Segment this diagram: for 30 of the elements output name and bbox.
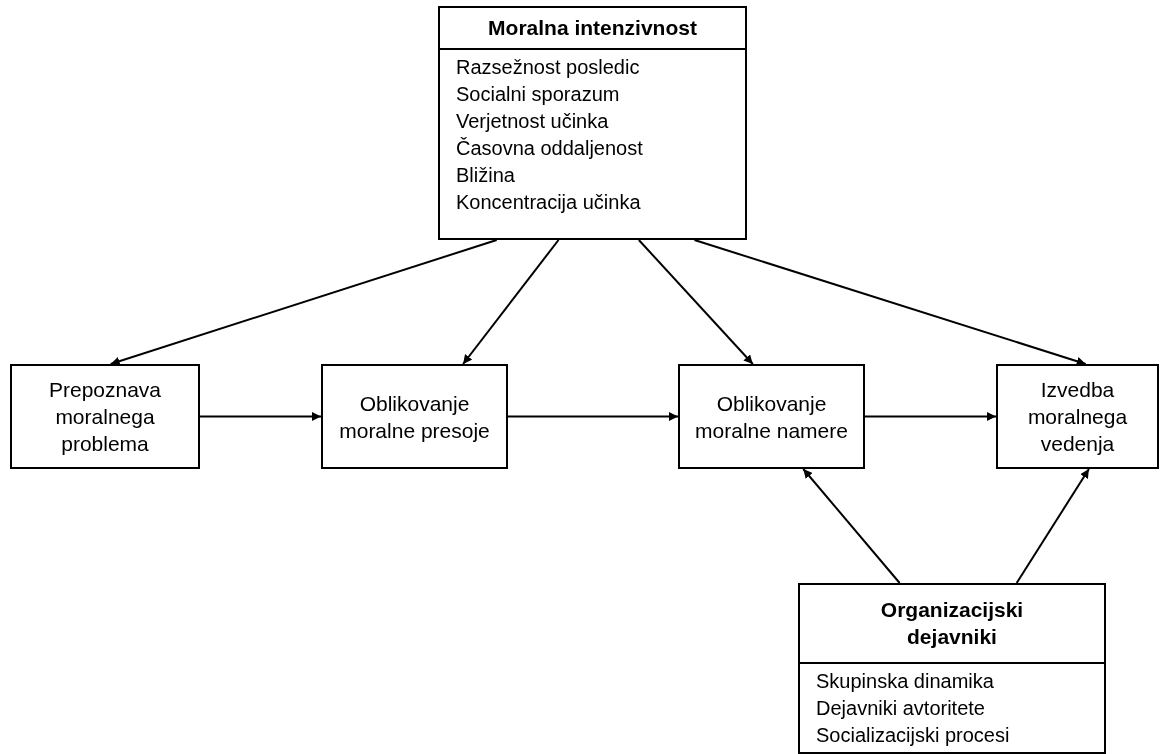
factor-item: Verjetnost učinka: [456, 109, 610, 134]
factor-box: [438, 6, 747, 240]
box-heading: Organizacijski dejavniki: [879, 597, 1025, 650]
arrow: [462, 239, 560, 365]
arrow: [1015, 468, 1090, 584]
process-box: [321, 364, 508, 469]
box-label: Oblikovanje moralne namere: [694, 390, 849, 444]
box-label: Prepoznava moralnega problema: [47, 377, 163, 457]
process-box: [10, 364, 200, 469]
process-box: [996, 364, 1159, 469]
factor-item: Bližina: [456, 163, 516, 188]
process-box: [678, 364, 865, 469]
arrow: [637, 239, 754, 365]
arrow: [109, 239, 498, 366]
factor-item: Časovna oddaljenost: [456, 136, 644, 161]
factor-item: Socializacijski procesi: [816, 723, 1011, 748]
arrow: [693, 239, 1087, 366]
box-label: Izvedba moralnega vedenja: [1026, 377, 1129, 457]
box-heading: Moralna intenzivnost: [488, 14, 697, 41]
factor-item: Koncentracija učinka: [456, 190, 642, 215]
arrow: [864, 412, 997, 421]
arrow: [507, 412, 679, 421]
factor-box: [798, 583, 1106, 754]
factor-item: Socialni sporazum: [456, 82, 621, 107]
factor-item: Dejavniki avtoritete: [816, 696, 986, 721]
arrow: [199, 412, 322, 421]
factor-item: Razsežnost posledic: [456, 55, 641, 80]
arrow: [802, 468, 901, 584]
box-label: Oblikovanje moralne presoje: [338, 390, 491, 444]
factor-item: Skupinska dinamika: [816, 669, 995, 694]
